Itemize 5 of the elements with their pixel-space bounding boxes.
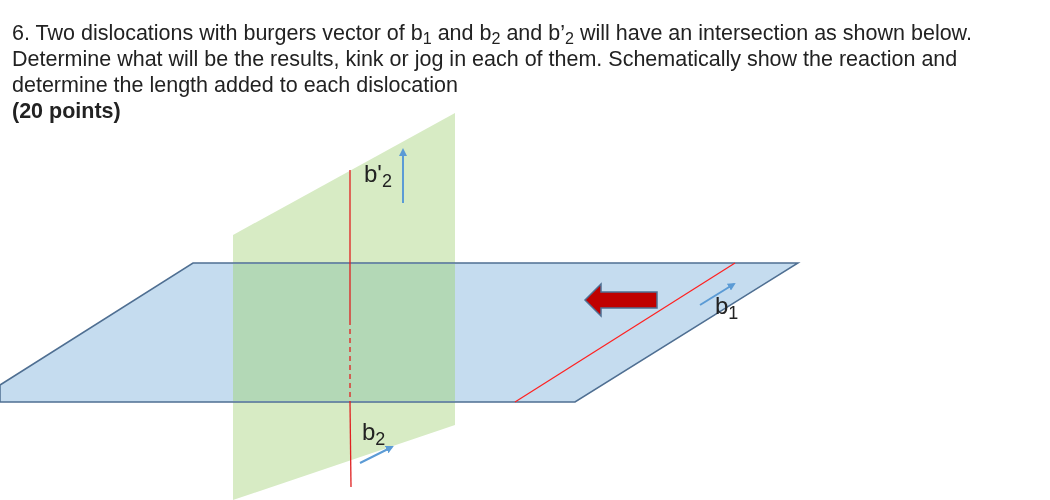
points-text: (20 points) xyxy=(12,98,122,124)
burgers-vector-label: b'$_{2}$ xyxy=(364,160,392,188)
burgers-vector-label: b$_{2}$ xyxy=(362,418,386,446)
question-text: 6. Two dislocations with burgers vector of b$_{1}$ and b$_{2}$ and b’$_{2}$ will have an intersection as shown below. Determine what will be the results, kink or jog in each of them. Schematically show the reaction and determine the length added to each dislocation xyxy=(12,20,973,98)
burgers-vector-label: b$_{1}$ xyxy=(715,292,739,320)
